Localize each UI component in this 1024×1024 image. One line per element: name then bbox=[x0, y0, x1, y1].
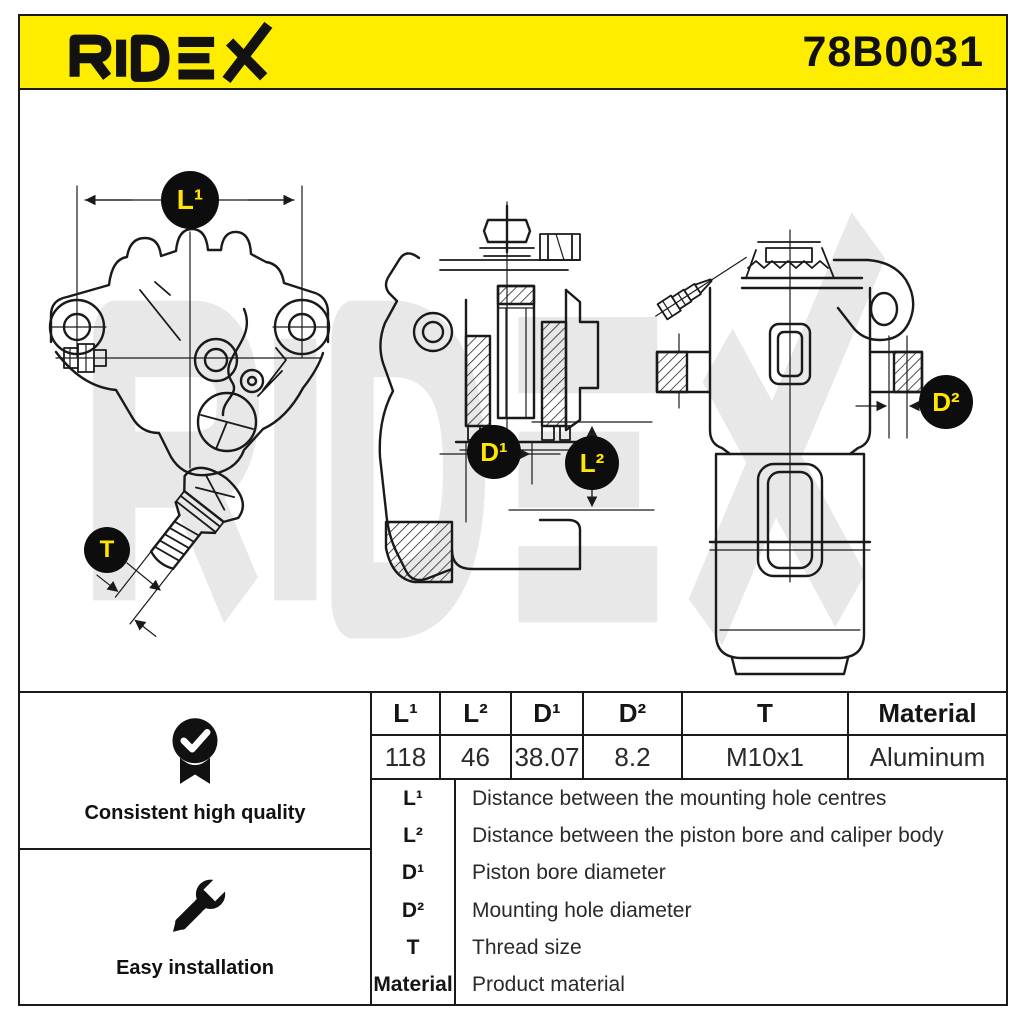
spec-val-t: M10x1 bbox=[683, 736, 849, 780]
legend-desc-material: Product material bbox=[472, 973, 625, 997]
spec-val-material: Aluminum bbox=[849, 736, 1006, 780]
caliper-section-view bbox=[378, 201, 600, 584]
caliper-front-view bbox=[655, 229, 924, 676]
legend-key-t: T bbox=[372, 929, 456, 967]
legend-desc-d2: Mounting hole diameter bbox=[472, 898, 692, 922]
spec-col-t: T bbox=[683, 693, 849, 736]
spec-val-d1: 38.07 bbox=[512, 736, 584, 780]
features-column: Consistent high quality Easy installatio… bbox=[20, 693, 372, 1004]
dim-label-d1: D¹ bbox=[467, 425, 521, 479]
legend-key-d1: D¹ bbox=[372, 854, 456, 892]
wrench-icon bbox=[172, 874, 228, 933]
legend-key-d2: D² bbox=[372, 891, 456, 930]
feature-installation-label: Easy installation bbox=[116, 957, 274, 980]
caliper-line-art bbox=[48, 185, 937, 676]
dim-label-l1: L¹ bbox=[161, 171, 219, 229]
legend: L¹ Distance between the mounting hole ce… bbox=[372, 780, 1006, 1004]
spec-col-d1: D¹ bbox=[512, 693, 584, 736]
caliper-rear-view bbox=[48, 227, 331, 477]
spec-val-l1: 118 bbox=[372, 736, 441, 780]
spec-col-d2: D² bbox=[584, 693, 683, 736]
legend-desc-l2: Distance between the piston bore and cal… bbox=[472, 823, 944, 847]
spec-val-l2: 46 bbox=[441, 736, 512, 780]
spec-col-l1: L¹ bbox=[372, 693, 441, 736]
product-sheet: 78B0031 bbox=[18, 14, 1008, 1006]
dim-label-t: T bbox=[84, 527, 130, 573]
ridex-logo bbox=[69, 21, 273, 83]
legend-desc-t: Thread size bbox=[472, 935, 582, 959]
spec-col-l2: L² bbox=[441, 693, 512, 736]
part-number: 78B0031 bbox=[802, 27, 984, 76]
legend-key-material: Material bbox=[372, 966, 456, 1004]
spec-col-material: Material bbox=[849, 693, 1006, 736]
spec-area: Consistent high quality Easy installatio… bbox=[20, 691, 1006, 1004]
spec-val-d2: 8.2 bbox=[584, 736, 683, 780]
medal-check-icon bbox=[172, 718, 218, 784]
legend-key-l2: L² bbox=[372, 817, 456, 855]
legend-key-l1: L¹ bbox=[372, 780, 456, 818]
t-leader-arrow bbox=[126, 562, 161, 591]
legend-desc-d1: Piston bore diameter bbox=[472, 861, 666, 885]
mounting-bolt bbox=[96, 466, 245, 637]
technical-drawing-area: L¹ T D¹ L² D² bbox=[20, 90, 1006, 691]
spec-table-wrap: L¹ L² D¹ D² T Material 118 46 38.07 8.2 … bbox=[372, 693, 1006, 1004]
feature-quality-label: Consistent high quality bbox=[84, 801, 306, 824]
brand-bar: 78B0031 bbox=[20, 16, 1006, 90]
feature-installation: Easy installation bbox=[20, 850, 370, 1005]
spec-table: L¹ L² D¹ D² T Material 118 46 38.07 8.2 … bbox=[372, 693, 1006, 780]
feature-quality: Consistent high quality bbox=[20, 693, 370, 850]
dim-label-d2: D² bbox=[919, 375, 973, 429]
legend-desc-l1: Distance between the mounting hole centr… bbox=[472, 786, 887, 810]
dim-label-l2: L² bbox=[565, 436, 619, 490]
